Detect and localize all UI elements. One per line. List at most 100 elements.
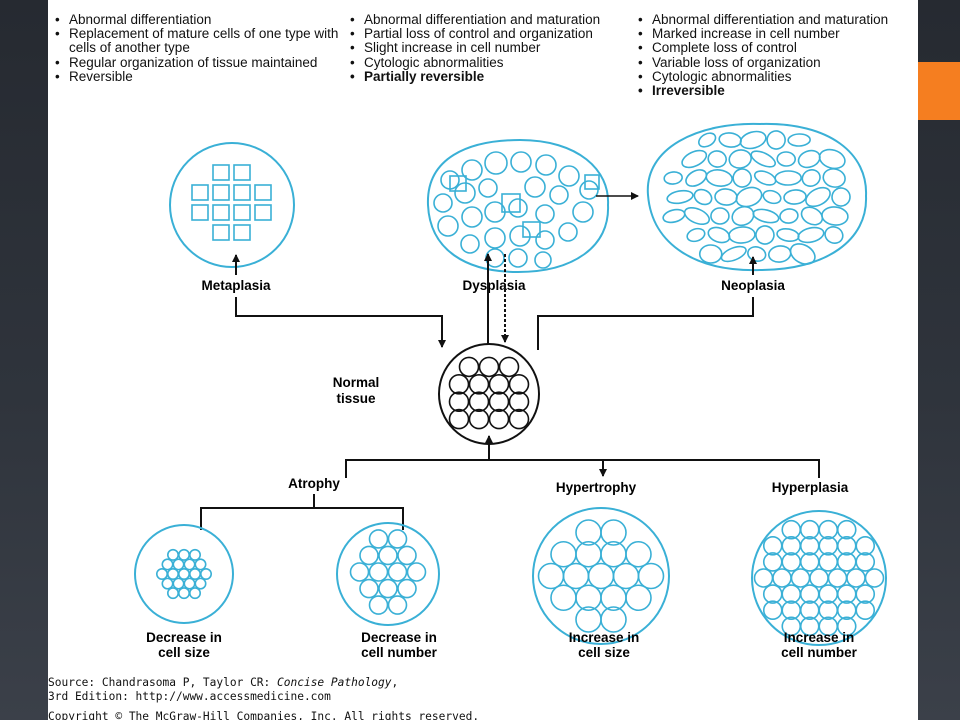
irregular-cell <box>535 204 555 224</box>
cell <box>846 568 866 588</box>
neoplastic-cell <box>705 169 733 187</box>
small-cell <box>183 577 196 590</box>
irregular-cell <box>461 159 483 181</box>
square-cell <box>212 184 230 201</box>
enlarged-cell <box>625 540 652 568</box>
irregular-cell <box>572 201 594 223</box>
dysplasia-tissue-outline <box>426 138 610 274</box>
metaplasia-connector <box>235 297 446 348</box>
enlarged-cell <box>600 519 627 546</box>
increased-size-cells <box>537 519 665 633</box>
neoplastic-cell <box>776 227 800 243</box>
cell <box>809 568 829 588</box>
cell <box>368 595 389 615</box>
normal-cell <box>458 356 480 378</box>
normal-cell <box>468 373 490 395</box>
cell <box>359 545 379 566</box>
cell <box>836 519 857 540</box>
irregular-cell <box>460 234 480 254</box>
metaplasia-features-list: Abnormal differentiationReplacement of m… <box>55 12 345 84</box>
small-cell <box>156 567 169 580</box>
neoplastic-cell <box>824 226 844 244</box>
neoplastic-cell <box>720 245 747 263</box>
neoplastic-cell <box>801 169 821 187</box>
square-cell <box>212 164 230 181</box>
neoplastic-cell <box>822 168 846 188</box>
neoplastic-cell <box>789 243 816 265</box>
square-cell <box>233 184 251 201</box>
small-cell <box>194 558 207 571</box>
atrophy-label: Atrophy <box>288 476 340 491</box>
cell <box>790 568 811 588</box>
increase-cell-number-caption-line1: Increase in <box>784 630 855 645</box>
small-cell <box>178 587 191 600</box>
neoplastic-cell <box>797 149 821 169</box>
enlarged-cell <box>537 562 565 590</box>
neoplastic-cell <box>800 206 824 226</box>
normal-cell <box>488 391 510 413</box>
irregular-cell <box>433 193 453 213</box>
hyperplasia-label: Hyperplasia <box>772 480 849 495</box>
neoplastic-cell <box>821 206 849 226</box>
cell <box>855 600 876 620</box>
neoplastic-cell <box>707 150 727 168</box>
slide-accent-bar <box>918 62 960 120</box>
neoplastic-cell <box>693 188 713 206</box>
metaplasia-cells <box>191 164 272 241</box>
square-cell <box>212 224 230 241</box>
neoplastic-cell <box>787 133 811 147</box>
feature-list-item: Regular organization of tissue maintaine… <box>55 55 345 70</box>
neoplastic-cell <box>707 226 731 244</box>
enlarged-cell <box>562 562 590 590</box>
enlarged-cell <box>550 540 577 568</box>
cell <box>406 562 427 582</box>
dysplasia-cells <box>433 151 600 269</box>
small-cell <box>161 558 174 571</box>
neoplastic-cell <box>735 186 763 208</box>
cell <box>387 529 408 549</box>
neoplasia-cells <box>662 130 851 265</box>
cell <box>827 568 848 588</box>
feature-list-item: Slight increase in cell number <box>350 41 650 56</box>
neoplastic-cell <box>739 130 767 150</box>
cell <box>387 562 408 582</box>
neoplastic-cell <box>779 208 799 224</box>
normal-cell <box>448 391 470 413</box>
irregular-cell <box>558 165 580 187</box>
neoplastic-cell <box>686 227 706 243</box>
small-cell <box>189 548 202 561</box>
source-line-2: 3rd Edition: http://www.accessmedicine.c… <box>48 690 331 703</box>
irregular-cell <box>508 248 528 268</box>
metaplasia-tissue-outline <box>169 142 295 268</box>
irregular-cell <box>579 180 599 200</box>
normal-cell <box>448 408 470 430</box>
hypertrophy-hyperplasia-connector <box>489 459 820 478</box>
cell <box>864 568 885 588</box>
tissue-adaptation-diagram: Metaplasia Dysplasia Neoplasia Normal ti… <box>134 122 887 660</box>
atrophy-bracket <box>200 507 404 530</box>
cell <box>753 568 774 588</box>
pathology-figure: Abnormal differentiationReplacement of m… <box>48 0 918 720</box>
irregular-cell <box>508 198 528 218</box>
cell <box>378 578 398 599</box>
increase-cell-size-caption-line1: Increase in <box>569 630 640 645</box>
square-cell <box>584 174 600 190</box>
neoplastic-cell <box>697 132 717 148</box>
neoplastic-cell <box>698 244 723 264</box>
small-cell <box>178 567 191 580</box>
neoplasia-tissue-outline <box>646 122 868 272</box>
irregular-cell <box>437 215 459 237</box>
square-cell <box>233 164 251 181</box>
irregular-cell <box>509 225 531 247</box>
decreased-size-cells <box>156 548 213 600</box>
irregular-cell <box>454 182 476 204</box>
irregular-cell <box>478 178 498 198</box>
neoplastic-cell <box>831 187 851 207</box>
cell <box>855 552 876 572</box>
neoplastic-cell <box>663 171 683 185</box>
decreased-size-tissue-outline <box>134 524 234 624</box>
irregular-cell <box>484 227 506 249</box>
irregular-cell <box>510 151 532 173</box>
neoplastic-cell <box>681 149 708 169</box>
small-cell <box>172 577 185 590</box>
